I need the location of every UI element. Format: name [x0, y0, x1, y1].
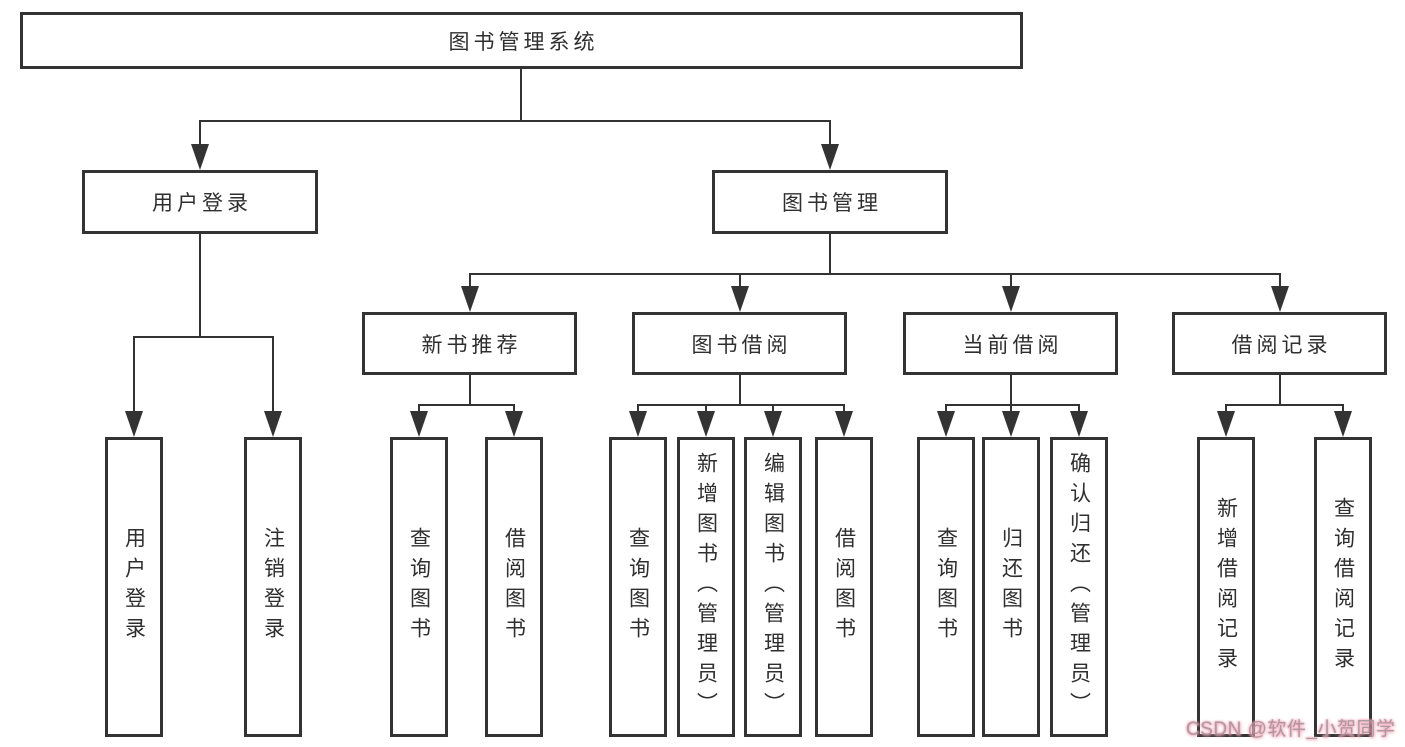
leaf-return-books: 归还图书 — [982, 437, 1040, 737]
leaf-add-borrow-record: 新增借阅记录 — [1197, 437, 1255, 737]
connector-userlogin-branch — [133, 336, 274, 338]
connector-drop — [469, 273, 471, 290]
leaf-query-books: 查询图书 — [609, 437, 667, 737]
arrowhead-down — [1002, 286, 1020, 312]
node-library-management-system: 图书管理系统 — [20, 12, 1023, 69]
connector-root-trunk — [520, 69, 522, 122]
leaf-query-books: 查询图书 — [917, 437, 975, 737]
connector-drop — [705, 404, 707, 416]
connector-group-trunk — [1279, 375, 1281, 406]
leaf-user-login: 用户登录 — [105, 437, 163, 737]
node-borrowing-records: 借阅记录 — [1172, 312, 1387, 375]
connector-drop — [1010, 273, 1012, 290]
connector-drop — [945, 404, 947, 416]
arrowhead-down — [505, 411, 523, 437]
connector-group-trunk — [1010, 375, 1012, 406]
arrowhead-down — [1070, 411, 1088, 437]
node-book-borrowing: 图书借阅 — [632, 312, 847, 375]
connector-level2-branch — [199, 120, 831, 122]
connector-drop — [272, 336, 274, 416]
connector-drop — [772, 404, 774, 416]
leaf-query-books: 查询图书 — [390, 437, 448, 737]
connector-drop — [843, 404, 845, 416]
leaf-edit-book-admin: 编辑图书（管理员） — [744, 437, 802, 737]
arrowhead-down — [629, 411, 647, 437]
connector-group-trunk — [739, 375, 741, 406]
connector-userlogin-trunk — [199, 234, 201, 338]
connector-drop — [418, 404, 420, 416]
arrowhead-down — [125, 411, 143, 437]
connector-drop — [513, 404, 515, 416]
arrowhead-down — [835, 411, 853, 437]
connector-drop — [829, 120, 831, 150]
connector-drop — [1279, 273, 1281, 290]
connector-leaf-branch — [1225, 404, 1344, 406]
connector-bookmgmt-trunk — [829, 234, 831, 275]
connector-drop — [1010, 404, 1012, 416]
csdn-watermark: CSDN @软件_小贺同学 — [1186, 719, 1396, 740]
connector-leaf-branch — [637, 404, 845, 406]
connector-leaf-branch — [945, 404, 1080, 406]
arrowhead-down — [461, 286, 479, 312]
arrowhead-down — [764, 411, 782, 437]
leaf-logout: 注销登录 — [244, 437, 302, 737]
node-new-book-recommendation: 新书推荐 — [362, 312, 577, 375]
arrowhead-down — [1217, 411, 1235, 437]
node-current-borrowing: 当前借阅 — [903, 312, 1118, 375]
connector-drop — [133, 336, 135, 416]
connector-group-trunk — [469, 375, 471, 406]
leaf-borrow-books: 借阅图书 — [485, 437, 543, 737]
node-book-management: 图书管理 — [712, 170, 948, 234]
arrowhead-down — [821, 144, 839, 170]
arrowhead-down — [1334, 411, 1352, 437]
connector-level3-branch — [469, 273, 1281, 275]
connector-drop — [1225, 404, 1227, 416]
leaf-add-book-admin: 新增图书（管理员） — [677, 437, 735, 737]
connector-drop — [199, 120, 201, 150]
leaf-borrow-books: 借阅图书 — [815, 437, 873, 737]
connector-drop — [1342, 404, 1344, 416]
arrowhead-down — [937, 411, 955, 437]
arrowhead-down — [1271, 286, 1289, 312]
connector-leaf-branch — [418, 404, 515, 406]
connector-drop — [739, 273, 741, 290]
arrowhead-down — [1002, 411, 1020, 437]
arrowhead-down — [697, 411, 715, 437]
leaf-query-borrow-record: 查询借阅记录 — [1314, 437, 1372, 737]
connector-drop — [637, 404, 639, 416]
arrowhead-down — [191, 144, 209, 170]
arrowhead-down — [731, 286, 749, 312]
arrowhead-down — [410, 411, 428, 437]
arrowhead-down — [264, 411, 282, 437]
node-user-login: 用户登录 — [82, 170, 318, 234]
leaf-confirm-return-admin: 确认归还（管理员） — [1050, 437, 1108, 737]
connector-drop — [1078, 404, 1080, 416]
